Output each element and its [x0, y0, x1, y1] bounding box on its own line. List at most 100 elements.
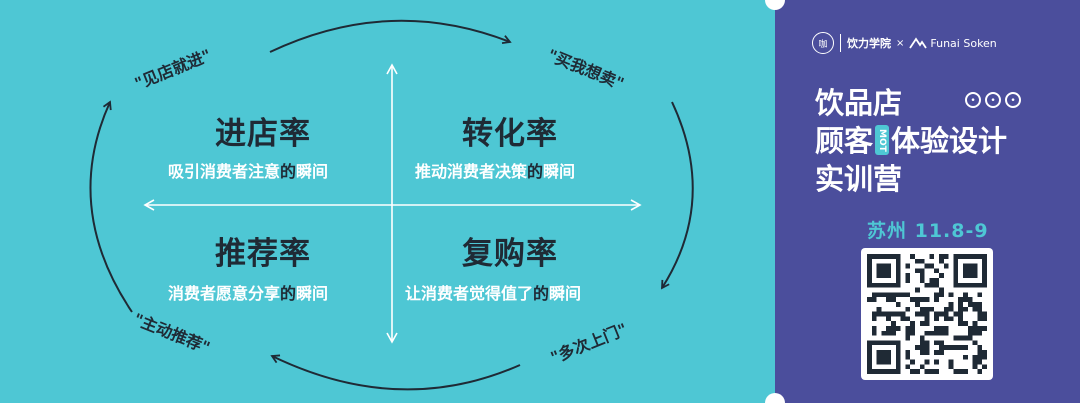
- qr-module: [977, 292, 983, 298]
- qr-module: [886, 292, 891, 298]
- qr-module: [967, 297, 973, 302]
- qr-module: [934, 311, 939, 317]
- cycle-arrow-left: [89, 100, 133, 313]
- qr-module: [915, 287, 920, 293]
- cycle-arrow-right: [661, 101, 694, 290]
- qr-module: [972, 354, 978, 360]
- qr-module: [915, 297, 920, 302]
- qr-module: [972, 326, 978, 331]
- qr-module: [958, 316, 963, 322]
- face-sad-icon: •: [985, 92, 1001, 108]
- qr-module: [934, 359, 939, 365]
- qr-module: [939, 350, 944, 355]
- qr-module: [905, 335, 911, 341]
- quadrant-diagram: [89, 19, 694, 391]
- qr-module: [967, 326, 973, 331]
- qr-module: [919, 321, 925, 326]
- quadrant-subtitle-repurchase-rate: 让消费者觉得值了的瞬间: [405, 280, 581, 304]
- qr-module: [953, 311, 959, 317]
- qr-module: [977, 330, 983, 336]
- qr-module: [929, 330, 935, 336]
- mot-tag-text: MOT: [877, 129, 888, 152]
- logo-cross: ×: [896, 37, 905, 49]
- ticket-notch-bottom: [765, 393, 785, 403]
- qr-module: [958, 321, 963, 326]
- qr-module: [977, 359, 983, 365]
- qr-module: [963, 292, 968, 298]
- qr-module: [895, 311, 901, 317]
- qr-module: [910, 330, 915, 336]
- qr-module: [958, 345, 963, 350]
- qr-module: [915, 311, 920, 317]
- qr-module: [934, 369, 939, 374]
- qr-module: [919, 335, 925, 341]
- qr-module: [977, 369, 983, 374]
- qr-module: [958, 297, 963, 302]
- qr-module: [895, 292, 901, 298]
- logo-mark: 咖: [818, 39, 828, 50]
- qr-module: [905, 330, 911, 336]
- cycle-arrow-top: [269, 19, 512, 53]
- subtitle-lead: 吸引消费者注意: [168, 162, 281, 181]
- qr-module: [963, 297, 968, 302]
- qr-module: [910, 326, 915, 331]
- qr-module: [919, 364, 925, 370]
- qr-module: [910, 359, 915, 365]
- subtitle-lead: 消费者愿意分享: [168, 284, 281, 303]
- qr-code[interactable]: [861, 248, 993, 380]
- qr-module: [905, 364, 911, 370]
- brand-name: 饮力学院: [847, 37, 891, 50]
- qr-module: [891, 326, 896, 331]
- qr-module: [919, 350, 925, 355]
- qr-module: [967, 335, 973, 341]
- qr-module: [972, 359, 978, 365]
- subtitle-lead: 推动消费者决策: [415, 162, 528, 181]
- qr-module: [876, 311, 882, 317]
- qr-module: [924, 282, 930, 288]
- mot-tag: MOT: [875, 125, 890, 155]
- qr-module: [963, 369, 968, 374]
- qr-module: [977, 350, 983, 355]
- qr-module: [915, 345, 920, 350]
- quadrant-title-conversion-rate: 转化率: [462, 116, 558, 152]
- face-neutral-icon: •: [965, 92, 981, 108]
- qr-module: [895, 326, 901, 331]
- face-happy-icon: •: [1005, 92, 1021, 108]
- qr-module: [934, 326, 939, 331]
- cycle-arrow-bottom: [270, 354, 521, 391]
- subtitle-mid: 的: [280, 284, 297, 303]
- qr-module: [977, 316, 983, 322]
- qr-module: [924, 350, 930, 355]
- qr-module: [943, 254, 949, 259]
- qr-module: [948, 306, 954, 312]
- qr-module: [939, 258, 944, 264]
- qr-module: [910, 369, 915, 374]
- qr-module: [905, 292, 911, 298]
- qr-module: [939, 330, 944, 336]
- qr-module: [919, 306, 925, 312]
- qr-module: [910, 297, 915, 302]
- qr-module: [977, 354, 983, 360]
- subtitle-tail: 瞬间: [296, 284, 329, 303]
- qr-module: [939, 326, 944, 331]
- qr-module: [963, 335, 968, 341]
- qr-module: [953, 335, 959, 341]
- subtitle-mid: 的: [280, 162, 297, 181]
- qr-module: [929, 282, 935, 288]
- qr-module: [934, 330, 939, 336]
- qr-module: [977, 311, 983, 317]
- qr-module: [929, 278, 935, 283]
- qr-module: [948, 292, 954, 298]
- brand-logo-icon: 咖: [812, 32, 834, 54]
- qr-module: [891, 311, 896, 317]
- qr-module: [963, 354, 968, 360]
- qr-module: [891, 292, 896, 298]
- qr-module: [924, 340, 930, 346]
- qr-finder: [876, 263, 891, 278]
- qr-module: [871, 316, 877, 322]
- qr-module: [905, 316, 911, 322]
- qr-module: [939, 254, 944, 259]
- qr-module: [982, 354, 987, 360]
- qr-module: [871, 330, 877, 336]
